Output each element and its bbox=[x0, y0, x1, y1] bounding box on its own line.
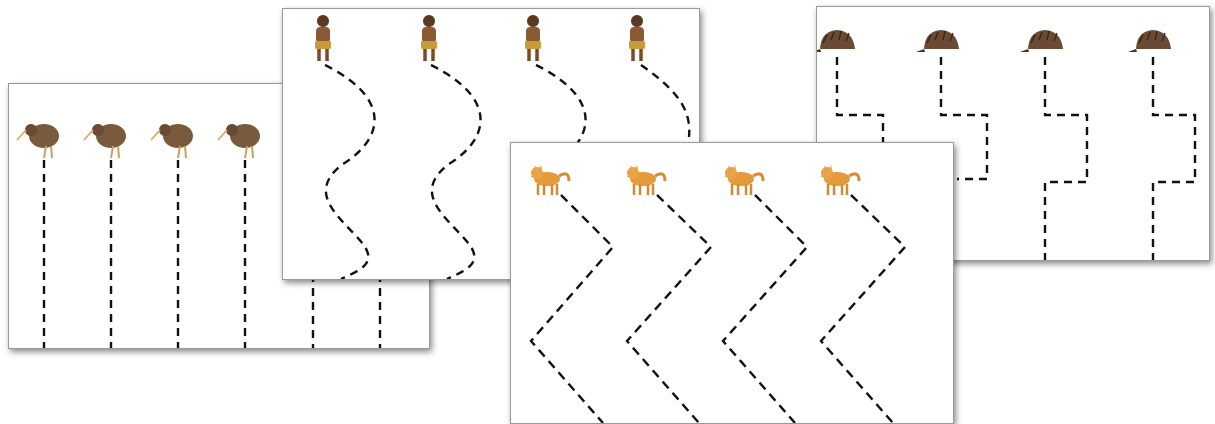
dingo-icon bbox=[627, 165, 667, 195]
echidna-icon bbox=[1020, 30, 1063, 52]
aboriginal-child-icon bbox=[629, 15, 645, 61]
aboriginal-child-icon bbox=[525, 15, 541, 61]
aboriginal-child-icon bbox=[315, 15, 331, 61]
tracing-path bbox=[324, 63, 376, 279]
echidna-icon bbox=[1128, 30, 1171, 52]
tracing-path bbox=[819, 194, 907, 423]
kiwi-bird-icon bbox=[150, 124, 193, 159]
dingo-icon bbox=[821, 165, 861, 195]
dingo-sheet-drawing bbox=[529, 165, 907, 423]
tracing-path bbox=[1043, 57, 1089, 260]
tracing-path bbox=[625, 194, 713, 423]
dingo-icon bbox=[725, 165, 765, 195]
tracing-path bbox=[939, 57, 989, 181]
tracing-path bbox=[721, 194, 809, 423]
person-sheet-drawing bbox=[315, 15, 691, 279]
tracing-sheet-dingo bbox=[510, 142, 954, 424]
kiwi-bird-icon bbox=[16, 124, 59, 159]
tracing-path bbox=[529, 194, 615, 423]
echidna-icon bbox=[916, 30, 959, 52]
tracing-path bbox=[835, 57, 885, 142]
kiwi-bird-icon bbox=[83, 124, 126, 159]
tracing-path bbox=[1151, 57, 1197, 260]
dingo-icon bbox=[531, 165, 571, 195]
aboriginal-child-icon bbox=[421, 15, 437, 61]
echidna-sheet-drawing bbox=[817, 30, 1197, 260]
echidna-icon bbox=[817, 30, 855, 52]
tracing-path bbox=[430, 63, 482, 279]
kiwi-sheet-drawing bbox=[16, 124, 382, 348]
kiwi-bird-icon bbox=[217, 124, 260, 159]
tracing-path bbox=[640, 64, 691, 138]
